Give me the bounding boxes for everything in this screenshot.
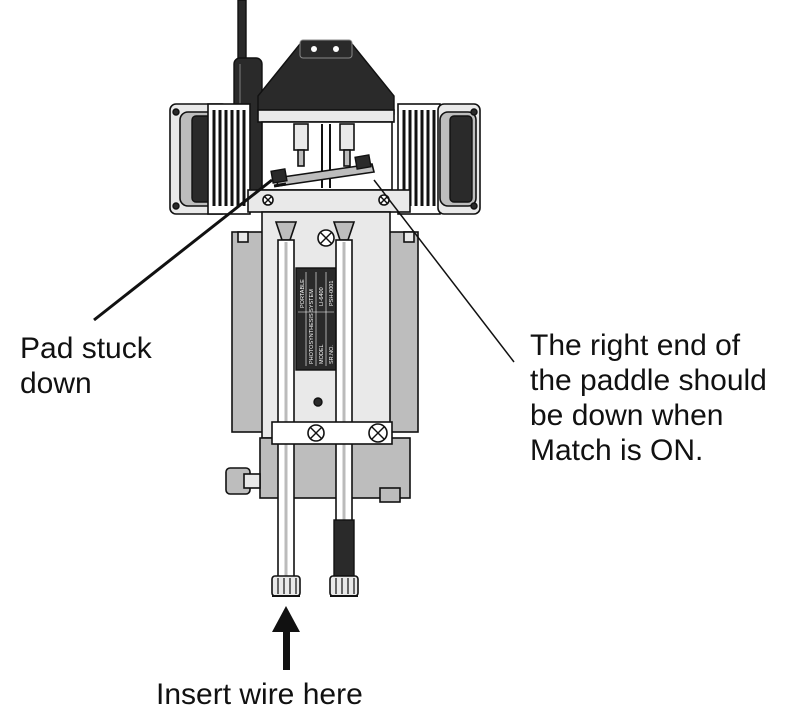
nameplate-serial-value: PSH-0001 — [329, 281, 335, 306]
paddle-note-line-1: The right end of — [530, 329, 741, 362]
right-fan — [397, 103, 481, 215]
nameplate-model-value: LI-6400 — [319, 287, 325, 306]
nameplate-model-label: MODEL — [319, 344, 325, 364]
pad-stuck-label: Pad stuck down — [20, 331, 152, 401]
nameplate: PORTABLE PHOTOSYNTHESIS SYSTEM MODEL LI-… — [295, 267, 337, 371]
paddle-note-line-2: the paddle should — [530, 364, 767, 397]
lamp-housing — [257, 39, 395, 123]
pad-stuck-line-1: Pad stuck — [20, 332, 152, 365]
tube-clamps — [271, 421, 393, 445]
left-tube — [271, 221, 301, 597]
nameplate-line1: PORTABLE — [300, 279, 306, 308]
top-plate — [247, 189, 411, 213]
insert-wire-label: Insert wire here — [156, 678, 363, 711]
paddle-leader-line — [373, 179, 515, 363]
nameplate-line2: PHOTOSYNTHESIS SYSTEM — [309, 289, 315, 364]
paddle-note-line-4: Match is ON. — [530, 434, 704, 467]
left-fan — [169, 103, 251, 215]
insert-arrow — [272, 606, 300, 670]
pad-leader-line — [93, 178, 273, 322]
pad-stuck-line-2: down — [20, 367, 92, 400]
nameplate-serial-label: SR.NO. — [329, 345, 335, 364]
paddle-note-line-3: be down when — [530, 399, 724, 432]
paddle-note-label: The right end of the paddle should be do… — [530, 328, 767, 468]
right-tube — [329, 221, 359, 597]
paddle — [270, 154, 375, 188]
